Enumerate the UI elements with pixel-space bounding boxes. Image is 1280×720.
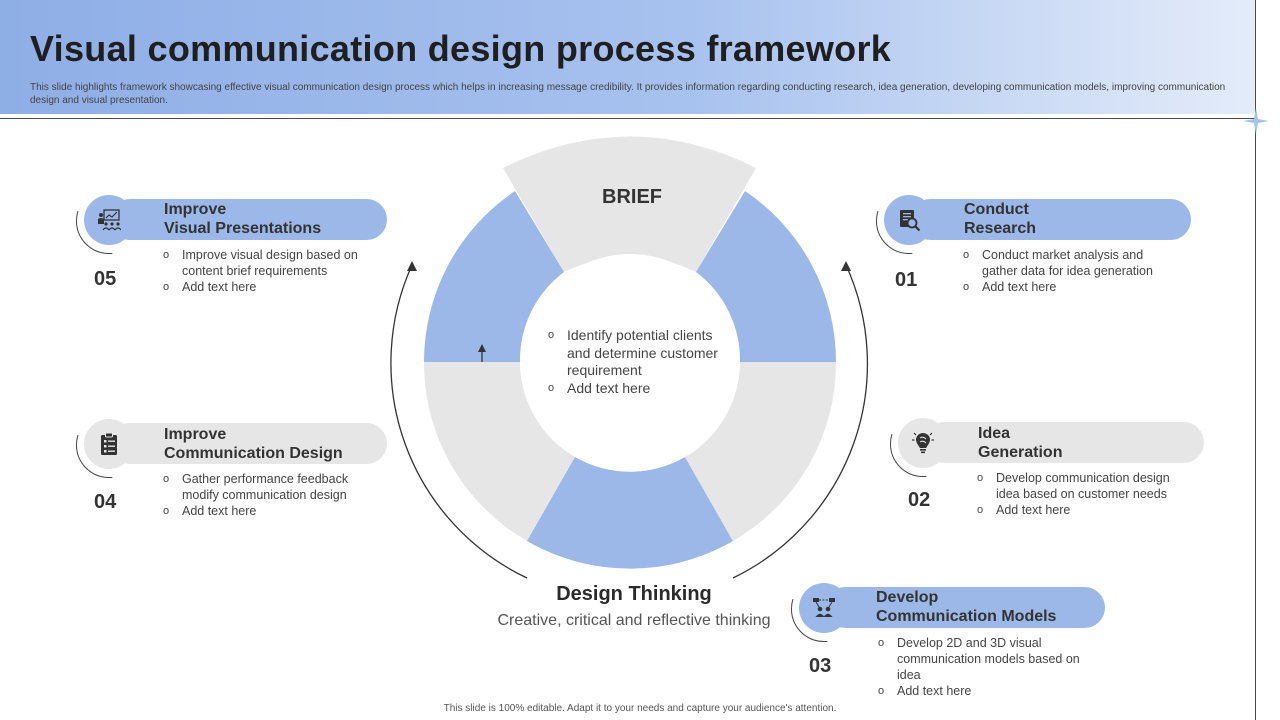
step-03-title: Develop Communication Models xyxy=(876,589,1057,625)
step-03-title-bar xyxy=(825,587,1105,628)
brief-tab xyxy=(503,136,756,272)
sparkle-icon xyxy=(1243,108,1269,134)
step-02-title: Idea Generation xyxy=(978,425,1063,461)
step-04-description: Gather performance feedback modify commu… xyxy=(163,471,378,519)
step-01-description: Conduct market analysis and gather data … xyxy=(963,247,1178,295)
step-02-icon-circle xyxy=(898,418,948,468)
ring-segment-upper-left xyxy=(424,191,564,362)
step-02-title-bar xyxy=(924,422,1204,463)
center-bullet: Add text here xyxy=(548,380,738,398)
center-bullet: Identify potential clients and determine… xyxy=(548,327,738,380)
center-bullets: Identify potential clients and determine… xyxy=(548,327,738,397)
design-thinking-subtitle: Creative, critical and reflective thinki… xyxy=(497,612,771,629)
step-05-number: 05 xyxy=(94,268,117,290)
step-05-title: Improve Visual Presentations xyxy=(164,201,322,237)
step-02-number: 02 xyxy=(908,489,931,511)
design-thinking-title: Design Thinking xyxy=(556,583,712,605)
ring-segment-lower-left xyxy=(423,362,575,541)
step-04-icon-circle xyxy=(84,419,134,469)
clipboard-checklist-icon xyxy=(101,432,117,455)
brief-label: BRIEF xyxy=(602,186,662,208)
ring-segment-bottom xyxy=(527,457,733,569)
small-up-arrow-head xyxy=(478,344,486,352)
step-03-number: 03 xyxy=(809,655,832,677)
right-arrow-head xyxy=(841,261,851,271)
right-edge-line xyxy=(1255,0,1256,720)
step-01-icon-circle xyxy=(884,195,934,245)
header-divider xyxy=(0,118,1256,119)
step-01-title-bar xyxy=(910,199,1191,240)
step-05-title-bar xyxy=(110,199,387,240)
step-04-title: Improve Communication Design xyxy=(164,426,343,462)
people-network-icon xyxy=(813,598,835,617)
left-arrow-head xyxy=(407,261,417,271)
step-03-icon-circle xyxy=(799,583,849,633)
research-document-magnifier-icon xyxy=(900,210,921,232)
step-05-icon-circle xyxy=(84,195,134,245)
page-title: Visual communication design process fram… xyxy=(30,28,892,69)
footer-note: This slide is 100% editable. Adapt it to… xyxy=(443,703,837,714)
presentation-board-icon xyxy=(98,209,121,231)
step-03-description: Develop 2D and 3D visual communication m… xyxy=(878,635,1093,699)
step-04-title-bar xyxy=(110,423,387,464)
step-01-number: 01 xyxy=(895,269,918,291)
step-04-number: 04 xyxy=(94,491,117,513)
step-02-description: Develop communication design idea based … xyxy=(977,470,1192,518)
header-banner xyxy=(0,0,1256,114)
ring-segment-upper-right xyxy=(696,191,836,362)
ring-segment-lower-right xyxy=(685,362,837,541)
right-cycle-arrow xyxy=(732,264,869,579)
page-subtitle: This slide highlights framework showcasi… xyxy=(30,82,1226,106)
step-05-description: Improve visual design based on content b… xyxy=(163,247,378,295)
step-01-title: Conduct Research xyxy=(964,201,1037,237)
brain-lightbulb-icon xyxy=(912,432,934,454)
left-cycle-arrow xyxy=(390,264,528,579)
